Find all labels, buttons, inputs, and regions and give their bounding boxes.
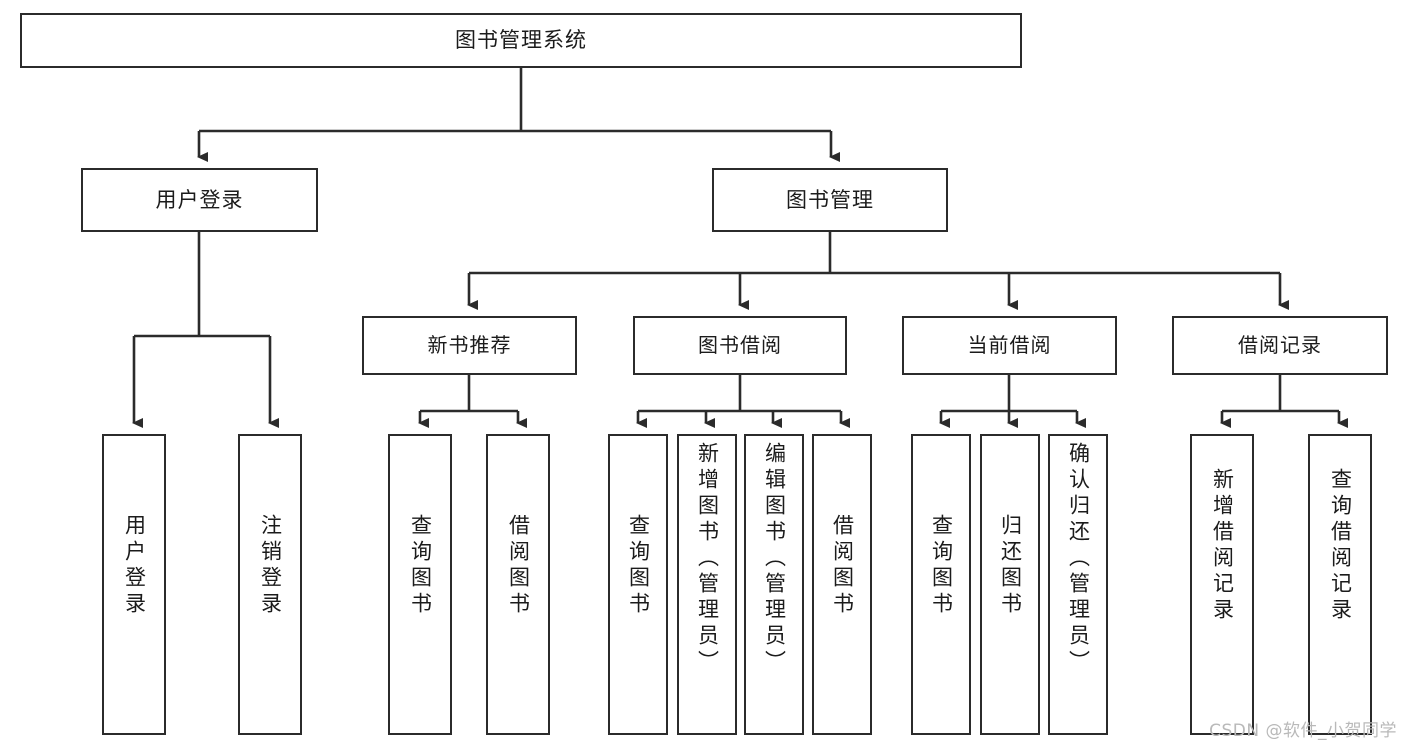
node-label: 借阅图书 — [830, 514, 855, 618]
node-label: 借阅图书 — [506, 514, 531, 618]
leaf-borrow-book-recommend[interactable]: 借阅图书 — [486, 434, 550, 735]
node-label: 新书推荐 — [427, 333, 512, 357]
node-label: 查询图书 — [408, 514, 433, 618]
node-label: 注销登录 — [258, 514, 283, 618]
node-label: 查询图书 — [626, 514, 651, 618]
node-label: 新增图书（管理员） — [695, 442, 720, 676]
node-label: 图书借阅 — [698, 333, 782, 357]
node-label: 确认归还（管理员） — [1066, 442, 1091, 676]
leaf-logout-login[interactable]: 注销登录 — [238, 434, 302, 735]
node-label: 用户登录 — [122, 514, 147, 618]
node-label: 编辑图书（管理员） — [762, 442, 787, 676]
leaf-query-borrow-record[interactable]: 查询借阅记录 — [1308, 434, 1372, 735]
node-label: 归还图书 — [998, 514, 1023, 618]
leaf-borrow-book[interactable]: 借阅图书 — [812, 434, 872, 735]
leaf-edit-book-admin[interactable]: 编辑图书（管理员） — [744, 434, 804, 735]
node-borrow-record[interactable]: 借阅记录 — [1172, 316, 1388, 375]
node-label: 新增借阅记录 — [1210, 468, 1235, 624]
node-label: 图书管理系统 — [455, 28, 587, 53]
node-label: 当前借阅 — [967, 333, 1052, 357]
node-book-management[interactable]: 图书管理 — [712, 168, 948, 232]
node-root-book-management-system[interactable]: 图书管理系统 — [20, 13, 1022, 68]
leaf-user-login[interactable]: 用户登录 — [102, 434, 166, 735]
node-label: 查询借阅记录 — [1328, 468, 1353, 624]
node-user-login[interactable]: 用户登录 — [81, 168, 318, 232]
leaf-confirm-return-admin[interactable]: 确认归还（管理员） — [1048, 434, 1108, 735]
node-label: 图书管理 — [786, 187, 874, 212]
leaf-query-book-current[interactable]: 查询图书 — [911, 434, 971, 735]
node-current-borrow[interactable]: 当前借阅 — [902, 316, 1117, 375]
node-book-borrow[interactable]: 图书借阅 — [633, 316, 847, 375]
node-label: 用户登录 — [155, 187, 244, 212]
node-label: 查询图书 — [929, 514, 954, 618]
leaf-query-book-borrow[interactable]: 查询图书 — [608, 434, 668, 735]
node-new-book-recommend[interactable]: 新书推荐 — [362, 316, 577, 375]
leaf-return-book[interactable]: 归还图书 — [980, 434, 1040, 735]
leaf-add-book-admin[interactable]: 新增图书（管理员） — [677, 434, 737, 735]
node-label: 借阅记录 — [1238, 333, 1322, 357]
csdn-watermark: CSDN @软件_小贺同学 — [1209, 721, 1397, 741]
leaf-query-book-recommend[interactable]: 查询图书 — [388, 434, 452, 735]
leaf-add-borrow-record[interactable]: 新增借阅记录 — [1190, 434, 1254, 735]
